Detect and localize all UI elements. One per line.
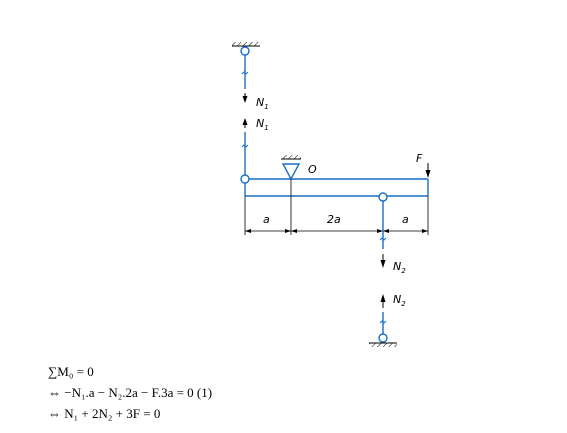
equation-2: ⇔ −N₁.a − N₂.2a − F.3a = 0 (1) bbox=[48, 385, 212, 400]
rod-1-upper bbox=[241, 55, 249, 89]
n1-label-top: N1 bbox=[256, 96, 269, 111]
dim-2a: 2a bbox=[327, 213, 341, 226]
n1-label-bottom: N1 bbox=[256, 117, 269, 132]
bottom-support bbox=[369, 333, 397, 347]
rod-1-lower bbox=[241, 132, 249, 175]
n1-up-arrow bbox=[242, 118, 248, 128]
top-support bbox=[232, 42, 260, 56]
n2-label-top: N2 bbox=[393, 260, 406, 275]
pivot-support bbox=[281, 155, 301, 181]
dim-a-left: a bbox=[263, 213, 270, 226]
n1-down-arrow bbox=[242, 93, 248, 103]
pivot-label: O bbox=[308, 163, 317, 176]
dim-a-right: a bbox=[402, 213, 409, 226]
n2-up-arrow bbox=[380, 294, 386, 308]
beam bbox=[244, 178, 429, 197]
n2-down-arrow bbox=[380, 254, 386, 268]
rod-2-upper bbox=[379, 201, 387, 249]
dimension-lines bbox=[244, 179, 429, 235]
n2-label-bottom: N2 bbox=[393, 293, 406, 308]
equation-3: ⇔ N₁ + 2N₂ + 3F = 0 bbox=[48, 406, 160, 421]
hinge-left bbox=[240, 174, 250, 184]
hinge-right bbox=[378, 192, 388, 202]
equation-1: ∑M₀ = 0 bbox=[48, 364, 94, 379]
rod-2-lower bbox=[379, 312, 387, 334]
force-label: F bbox=[416, 152, 423, 165]
force-arrow bbox=[425, 163, 431, 178]
